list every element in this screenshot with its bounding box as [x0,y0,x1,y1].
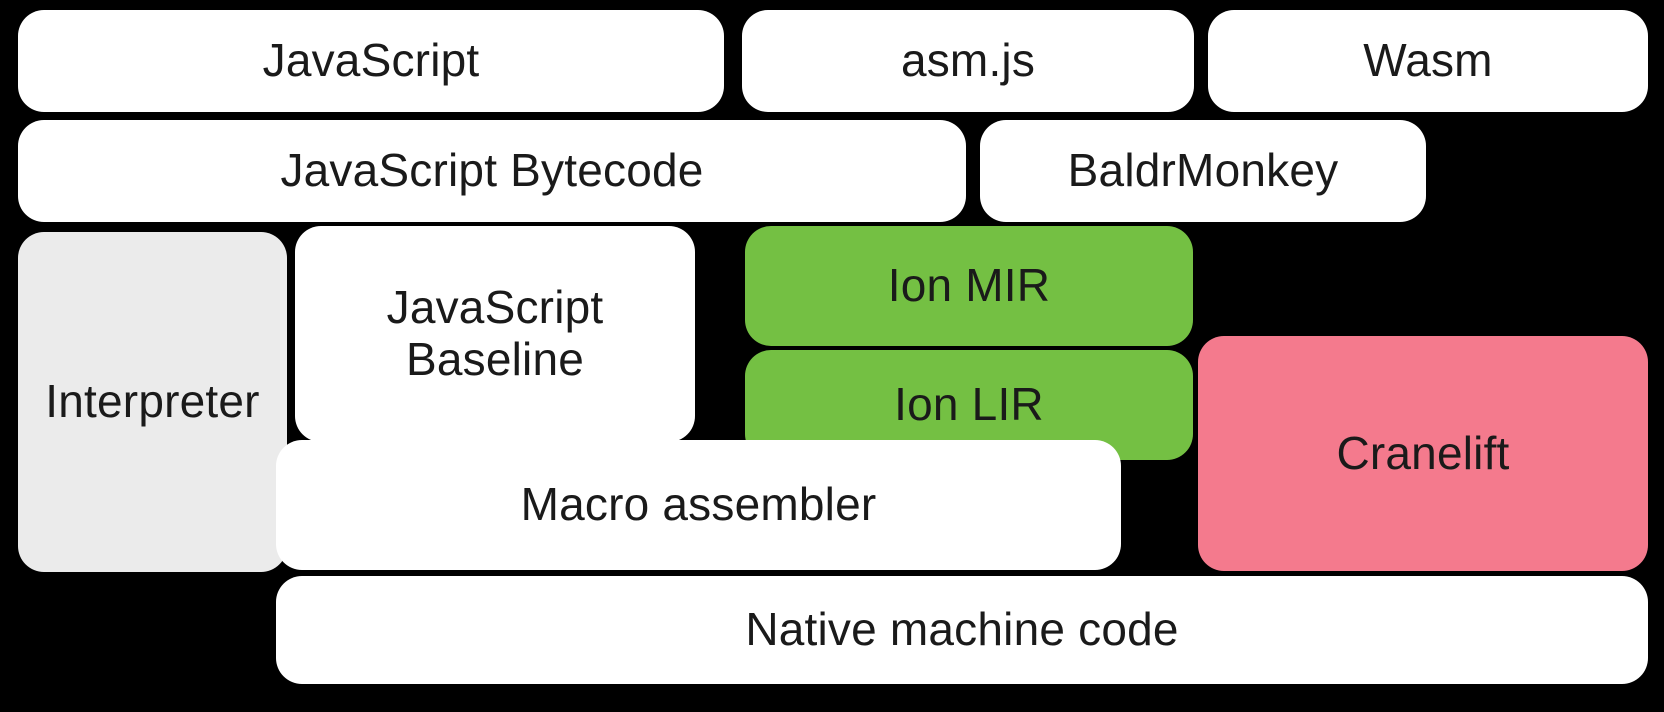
node-label-native-machine-code: Native machine code [745,603,1179,656]
node-asm-js[interactable]: asm.js [742,10,1194,112]
node-label-javascript-baseline: JavaScript Baseline [386,281,604,385]
node-label-interpreter: Interpreter [45,375,260,428]
node-label-baldrmonkey: BaldrMonkey [1067,144,1339,197]
node-ion-mir[interactable]: Ion MIR [745,226,1193,346]
node-wasm[interactable]: Wasm [1208,10,1648,112]
node-label-ion-lir: Ion LIR [894,378,1044,431]
node-label-ion-mir: Ion MIR [887,259,1051,312]
node-baldrmonkey[interactable]: BaldrMonkey [980,120,1426,222]
node-javascript-bytecode[interactable]: JavaScript Bytecode [18,120,966,222]
node-label-asm-js: asm.js [900,34,1036,87]
node-label-wasm: Wasm [1363,34,1493,87]
node-native-machine-code[interactable]: Native machine code [276,576,1648,684]
node-interpreter[interactable]: Interpreter [18,232,287,572]
node-label-javascript: JavaScript [262,34,480,87]
node-macro-assembler[interactable]: Macro assembler [276,440,1121,570]
node-label-macro-assembler: Macro assembler [520,478,877,531]
node-cranelift[interactable]: Cranelift [1198,336,1648,571]
node-label-cranelift: Cranelift [1336,426,1510,479]
node-javascript[interactable]: JavaScript [18,10,724,112]
node-javascript-baseline[interactable]: JavaScript Baseline [295,226,695,442]
node-label-javascript-bytecode: JavaScript Bytecode [280,144,704,197]
